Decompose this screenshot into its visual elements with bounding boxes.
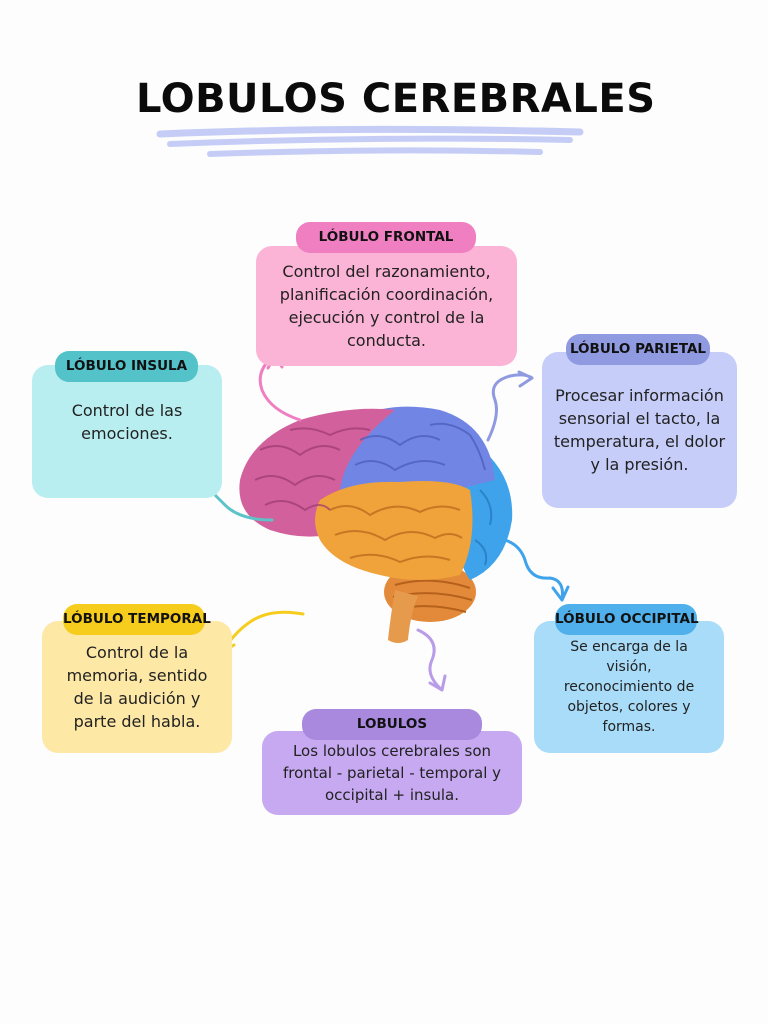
arrow-lobulos	[416, 628, 447, 692]
temporal-lobe-label: LÓBULO TEMPORAL	[63, 604, 211, 635]
lobulos-summary-card: Los lobulos cerebrales son frontal - par…	[262, 731, 522, 815]
parietal-lobe-card: Procesar información sensorial el tacto,…	[542, 352, 737, 508]
parietal-folds	[354, 422, 486, 472]
insula-lobe-description: Control de las emociones.	[71, 401, 183, 443]
occipital-folds	[474, 489, 493, 566]
brain-illustration	[239, 406, 513, 643]
brain-stem	[388, 590, 418, 643]
frontal-folds	[254, 427, 371, 512]
parietal-lobe-description: Procesar información sensorial el tacto,…	[553, 386, 726, 474]
temporal-lobe-card: Control de la memoria, sentido de la aud…	[42, 621, 232, 753]
page-title: LOBULOS CEREBRALES	[136, 76, 656, 122]
frontal-lobe-label: LÓBULO FRONTAL	[296, 222, 476, 253]
occipital-lobe-label: LÓBULO OCCIPITAL	[555, 604, 699, 635]
parietal-lobe-label: LÓBULO PARIETAL	[566, 334, 710, 365]
insula-lobe-card: Control de las emociones.	[32, 365, 222, 498]
arrow-parietal	[486, 370, 534, 442]
arrow-temporal	[220, 610, 305, 654]
temporal-folds	[329, 505, 463, 564]
frontal-lobe-card: Control del razonamiento, planificación …	[256, 246, 517, 366]
title-underline	[156, 125, 584, 157]
temporal-lobe-description: Control de la memoria, sentido de la aud…	[66, 643, 208, 731]
occipital-lobe-card: Se encarga de la visión, reconocimiento …	[534, 621, 724, 753]
insula-lobe-label: LÓBULO INSULA	[55, 351, 198, 382]
brain-frontal-lobe	[239, 408, 395, 537]
occipital-lobe-description: Se encarga de la visión, reconocimiento …	[563, 639, 695, 735]
brain-temporal-lobe	[315, 481, 473, 580]
frontal-lobe-description: Control del razonamiento, planificación …	[279, 262, 494, 350]
lobulos-label: LOBULOS	[302, 709, 482, 740]
lobulos-summary-description: Los lobulos cerebrales son frontal - par…	[282, 742, 502, 804]
arrow-occipital	[503, 538, 570, 602]
